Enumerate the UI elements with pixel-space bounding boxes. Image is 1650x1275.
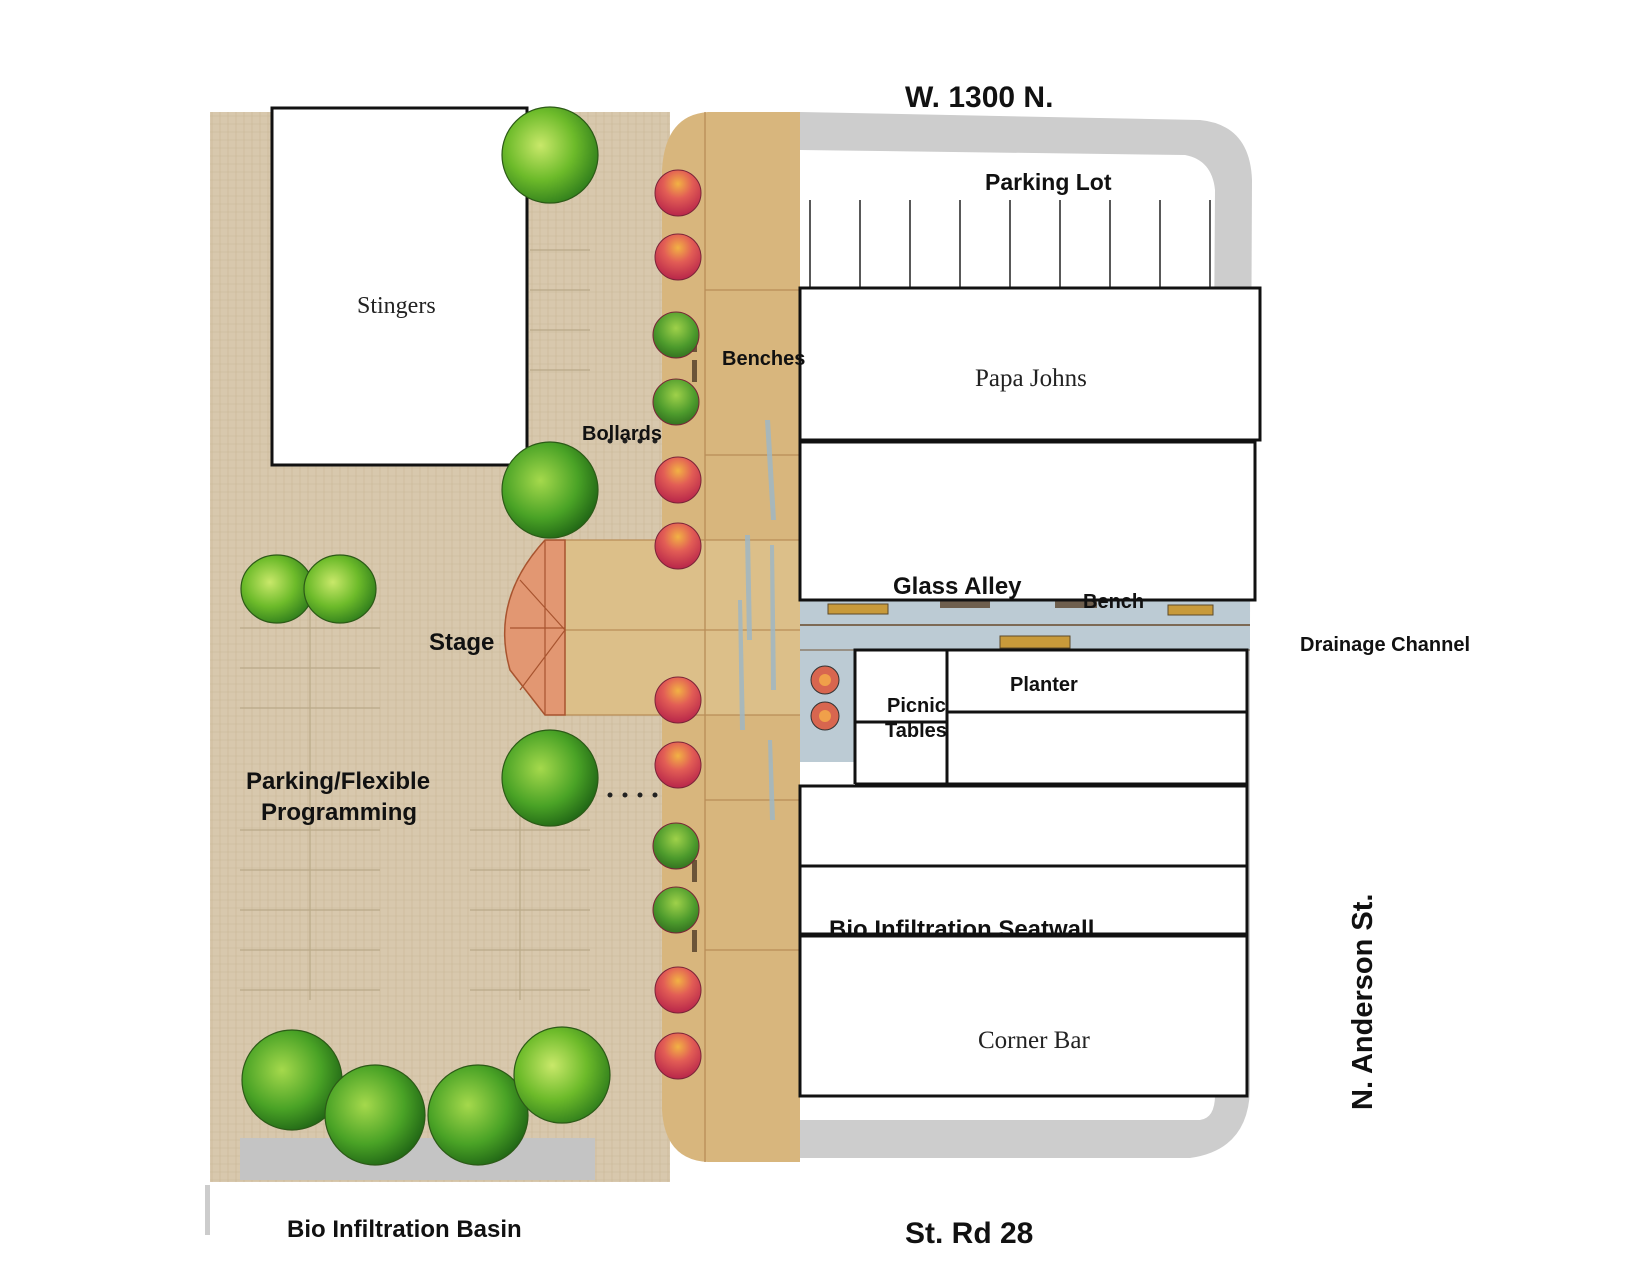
- buildings: [270, 106, 1262, 1098]
- label-benches: Benches: [722, 348, 805, 370]
- label-bollards: Bollards: [582, 423, 662, 445]
- building-stingers: [270, 106, 529, 467]
- building-papa-johns: [798, 286, 1262, 442]
- parking-stripes: [240, 249, 590, 1000]
- picnic-table-icon: [810, 665, 840, 731]
- runnels: [738, 420, 776, 820]
- street-south-label: St. Rd 28: [905, 1217, 1033, 1250]
- label-glass-alley: Glass Alley: [893, 573, 1022, 600]
- building-label-papa-johns: Papa Johns: [975, 365, 1087, 392]
- basin-strip: [240, 1138, 595, 1180]
- label-planter: Planter: [1010, 674, 1078, 696]
- building-corner-bar: [798, 934, 1249, 1098]
- label-bio-seatwall: Bio Infiltration Seatwall: [829, 916, 1094, 943]
- building-se-2: [945, 710, 1249, 786]
- label-stage: Stage: [429, 629, 494, 656]
- stage: [504, 539, 566, 716]
- label-parking-flexible-1: Parking/Flexible: [246, 768, 430, 795]
- label-bench: Bench: [1083, 591, 1144, 613]
- label-parking-lot: Parking Lot: [985, 169, 1112, 195]
- alley-planters: [827, 600, 1214, 649]
- label-bio-basin: Bio Infiltration Basin: [287, 1216, 522, 1243]
- building-seatwall: [798, 864, 1249, 936]
- label-drainage-channel: Drainage Channel: [1300, 634, 1470, 656]
- label-picnic-tables-1: Picnic: [887, 695, 946, 717]
- label-parking-flexible-2: Programming: [261, 799, 417, 826]
- building-se-3: [798, 784, 1249, 868]
- tree-canopy-icon: [240, 106, 611, 1166]
- building-se-1: [945, 648, 1249, 714]
- building-north-2: [798, 440, 1257, 602]
- parking-lot-stalls: [809, 200, 1211, 288]
- building-label-stingers: Stingers: [357, 293, 436, 319]
- bollard-icon: [607, 438, 658, 798]
- umbrella-icon: [652, 169, 702, 1080]
- street-north-label: W. 1300 N.: [905, 81, 1053, 114]
- label-picnic-tables-2: Tables: [885, 720, 947, 742]
- street-east-label: N. Anderson St.: [1347, 894, 1379, 1110]
- building-label-corner-bar: Corner Bar: [978, 1027, 1090, 1054]
